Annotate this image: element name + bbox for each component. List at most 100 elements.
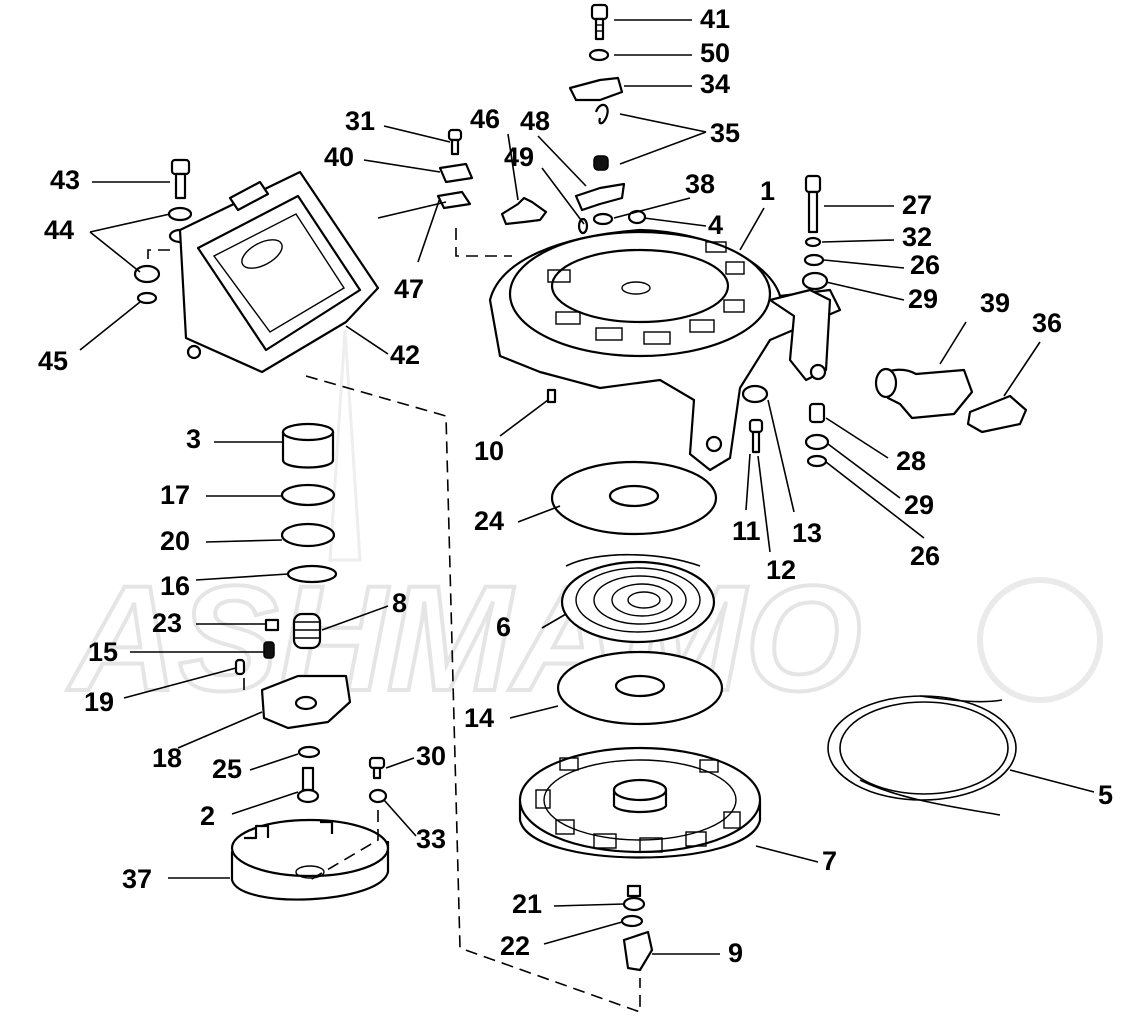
nut-4 bbox=[627, 209, 647, 225]
callout-49: 49 bbox=[504, 142, 534, 172]
leader-line-11 bbox=[745, 453, 751, 511]
washer-38 bbox=[592, 212, 614, 226]
leader-line-26 bbox=[823, 259, 905, 269]
assembly-guide-lower bbox=[243, 678, 379, 881]
callout-28: 28 bbox=[896, 446, 926, 476]
leader-line-1 bbox=[739, 207, 765, 251]
callout-29: 29 bbox=[908, 284, 938, 314]
ring-20 bbox=[280, 522, 336, 548]
callout-16: 16 bbox=[160, 571, 190, 601]
leader-line-39 bbox=[939, 321, 967, 365]
callout-37: 37 bbox=[122, 864, 152, 894]
callout-19: 19 bbox=[84, 687, 114, 717]
callout-31: 31 bbox=[345, 106, 375, 136]
callout-15: 15 bbox=[88, 637, 118, 667]
leader-line-6 bbox=[541, 613, 567, 629]
plate-18 bbox=[260, 674, 352, 730]
callout-47: 47 bbox=[394, 274, 424, 304]
grommet-13 bbox=[741, 384, 769, 404]
leader-line-31 bbox=[383, 125, 451, 143]
callout-32: 32 bbox=[902, 222, 932, 252]
handle-39 bbox=[874, 367, 974, 420]
leader-line-48 bbox=[537, 135, 587, 187]
leader-line-7 bbox=[755, 845, 819, 863]
spring-8 bbox=[292, 612, 322, 650]
plate-34 bbox=[568, 76, 624, 102]
spring-6 bbox=[560, 553, 716, 644]
callout-40: 40 bbox=[324, 142, 354, 172]
leader-line-42 bbox=[345, 325, 389, 355]
spring-35b bbox=[593, 155, 609, 171]
leader-line-38 bbox=[613, 197, 691, 219]
callout-9: 9 bbox=[728, 938, 743, 968]
assembly-guide-left bbox=[305, 375, 641, 1014]
screw-31 bbox=[447, 128, 463, 156]
screw-11 bbox=[748, 418, 764, 454]
pin-49 bbox=[577, 217, 589, 235]
callout-45: 45 bbox=[38, 346, 68, 376]
bolt-27 bbox=[804, 174, 822, 234]
callout-33: 33 bbox=[416, 824, 446, 854]
leader-line-45 bbox=[79, 301, 141, 351]
leader-line-44-1 bbox=[89, 231, 141, 273]
callout-24: 24 bbox=[474, 506, 504, 536]
disk-24 bbox=[550, 460, 718, 536]
leader-line-10 bbox=[499, 399, 549, 437]
leader-line-19 bbox=[123, 667, 237, 699]
block-23 bbox=[264, 618, 280, 632]
leader-line-30 bbox=[385, 757, 415, 769]
leader-line-28 bbox=[825, 417, 889, 459]
callout-23: 23 bbox=[152, 608, 182, 638]
callout-48: 48 bbox=[520, 106, 550, 136]
spring-15 bbox=[263, 641, 275, 659]
washer-44a bbox=[167, 206, 193, 222]
washer-50 bbox=[588, 48, 610, 62]
leader-line-21 bbox=[553, 903, 625, 907]
callout-12: 12 bbox=[766, 555, 796, 585]
callout-46: 46 bbox=[470, 104, 500, 134]
insert-36 bbox=[966, 394, 1028, 434]
leader-line-29 bbox=[827, 443, 901, 499]
leader-line-47 bbox=[417, 197, 441, 263]
pawl-48 bbox=[574, 182, 626, 212]
leader-line-12 bbox=[757, 455, 771, 553]
screw-2 bbox=[296, 766, 320, 804]
leader-line-29 bbox=[825, 281, 905, 301]
assembly-guide-top bbox=[455, 228, 512, 257]
housing-42 bbox=[178, 170, 380, 374]
callout-6: 6 bbox=[496, 612, 511, 642]
handle-46 bbox=[500, 196, 548, 226]
callout-18: 18 bbox=[152, 743, 182, 773]
callout-26: 26 bbox=[910, 541, 940, 571]
leader-line-25 bbox=[249, 753, 299, 771]
leader-line-20 bbox=[205, 539, 283, 543]
leader-line-49 bbox=[541, 167, 585, 225]
callout-30: 30 bbox=[416, 741, 446, 771]
leader-line-18 bbox=[177, 711, 263, 749]
cup-37 bbox=[230, 818, 390, 901]
guide-44 bbox=[147, 249, 170, 262]
callout-22: 22 bbox=[500, 931, 530, 961]
washer-26b bbox=[806, 454, 828, 468]
callout-50: 50 bbox=[700, 38, 730, 68]
callout-7: 7 bbox=[822, 846, 837, 876]
bushing-3 bbox=[281, 422, 335, 469]
callout-41: 41 bbox=[700, 4, 730, 34]
callout-34: 34 bbox=[700, 69, 730, 99]
callout-25: 25 bbox=[212, 754, 242, 784]
leader-line-2 bbox=[231, 791, 299, 815]
callout-1: 1 bbox=[760, 176, 775, 206]
leader-line-5 bbox=[1009, 769, 1095, 793]
leader-line-32 bbox=[821, 239, 895, 243]
callout-27: 27 bbox=[902, 190, 932, 220]
callout-20: 20 bbox=[160, 526, 190, 556]
washer-26a bbox=[803, 253, 825, 267]
leader-line-33 bbox=[383, 799, 417, 837]
callout-11: 11 bbox=[732, 516, 761, 546]
callout-38: 38 bbox=[685, 169, 715, 199]
bushing-28 bbox=[808, 402, 826, 424]
callout-2: 2 bbox=[200, 801, 215, 831]
callout-26: 26 bbox=[910, 250, 940, 280]
